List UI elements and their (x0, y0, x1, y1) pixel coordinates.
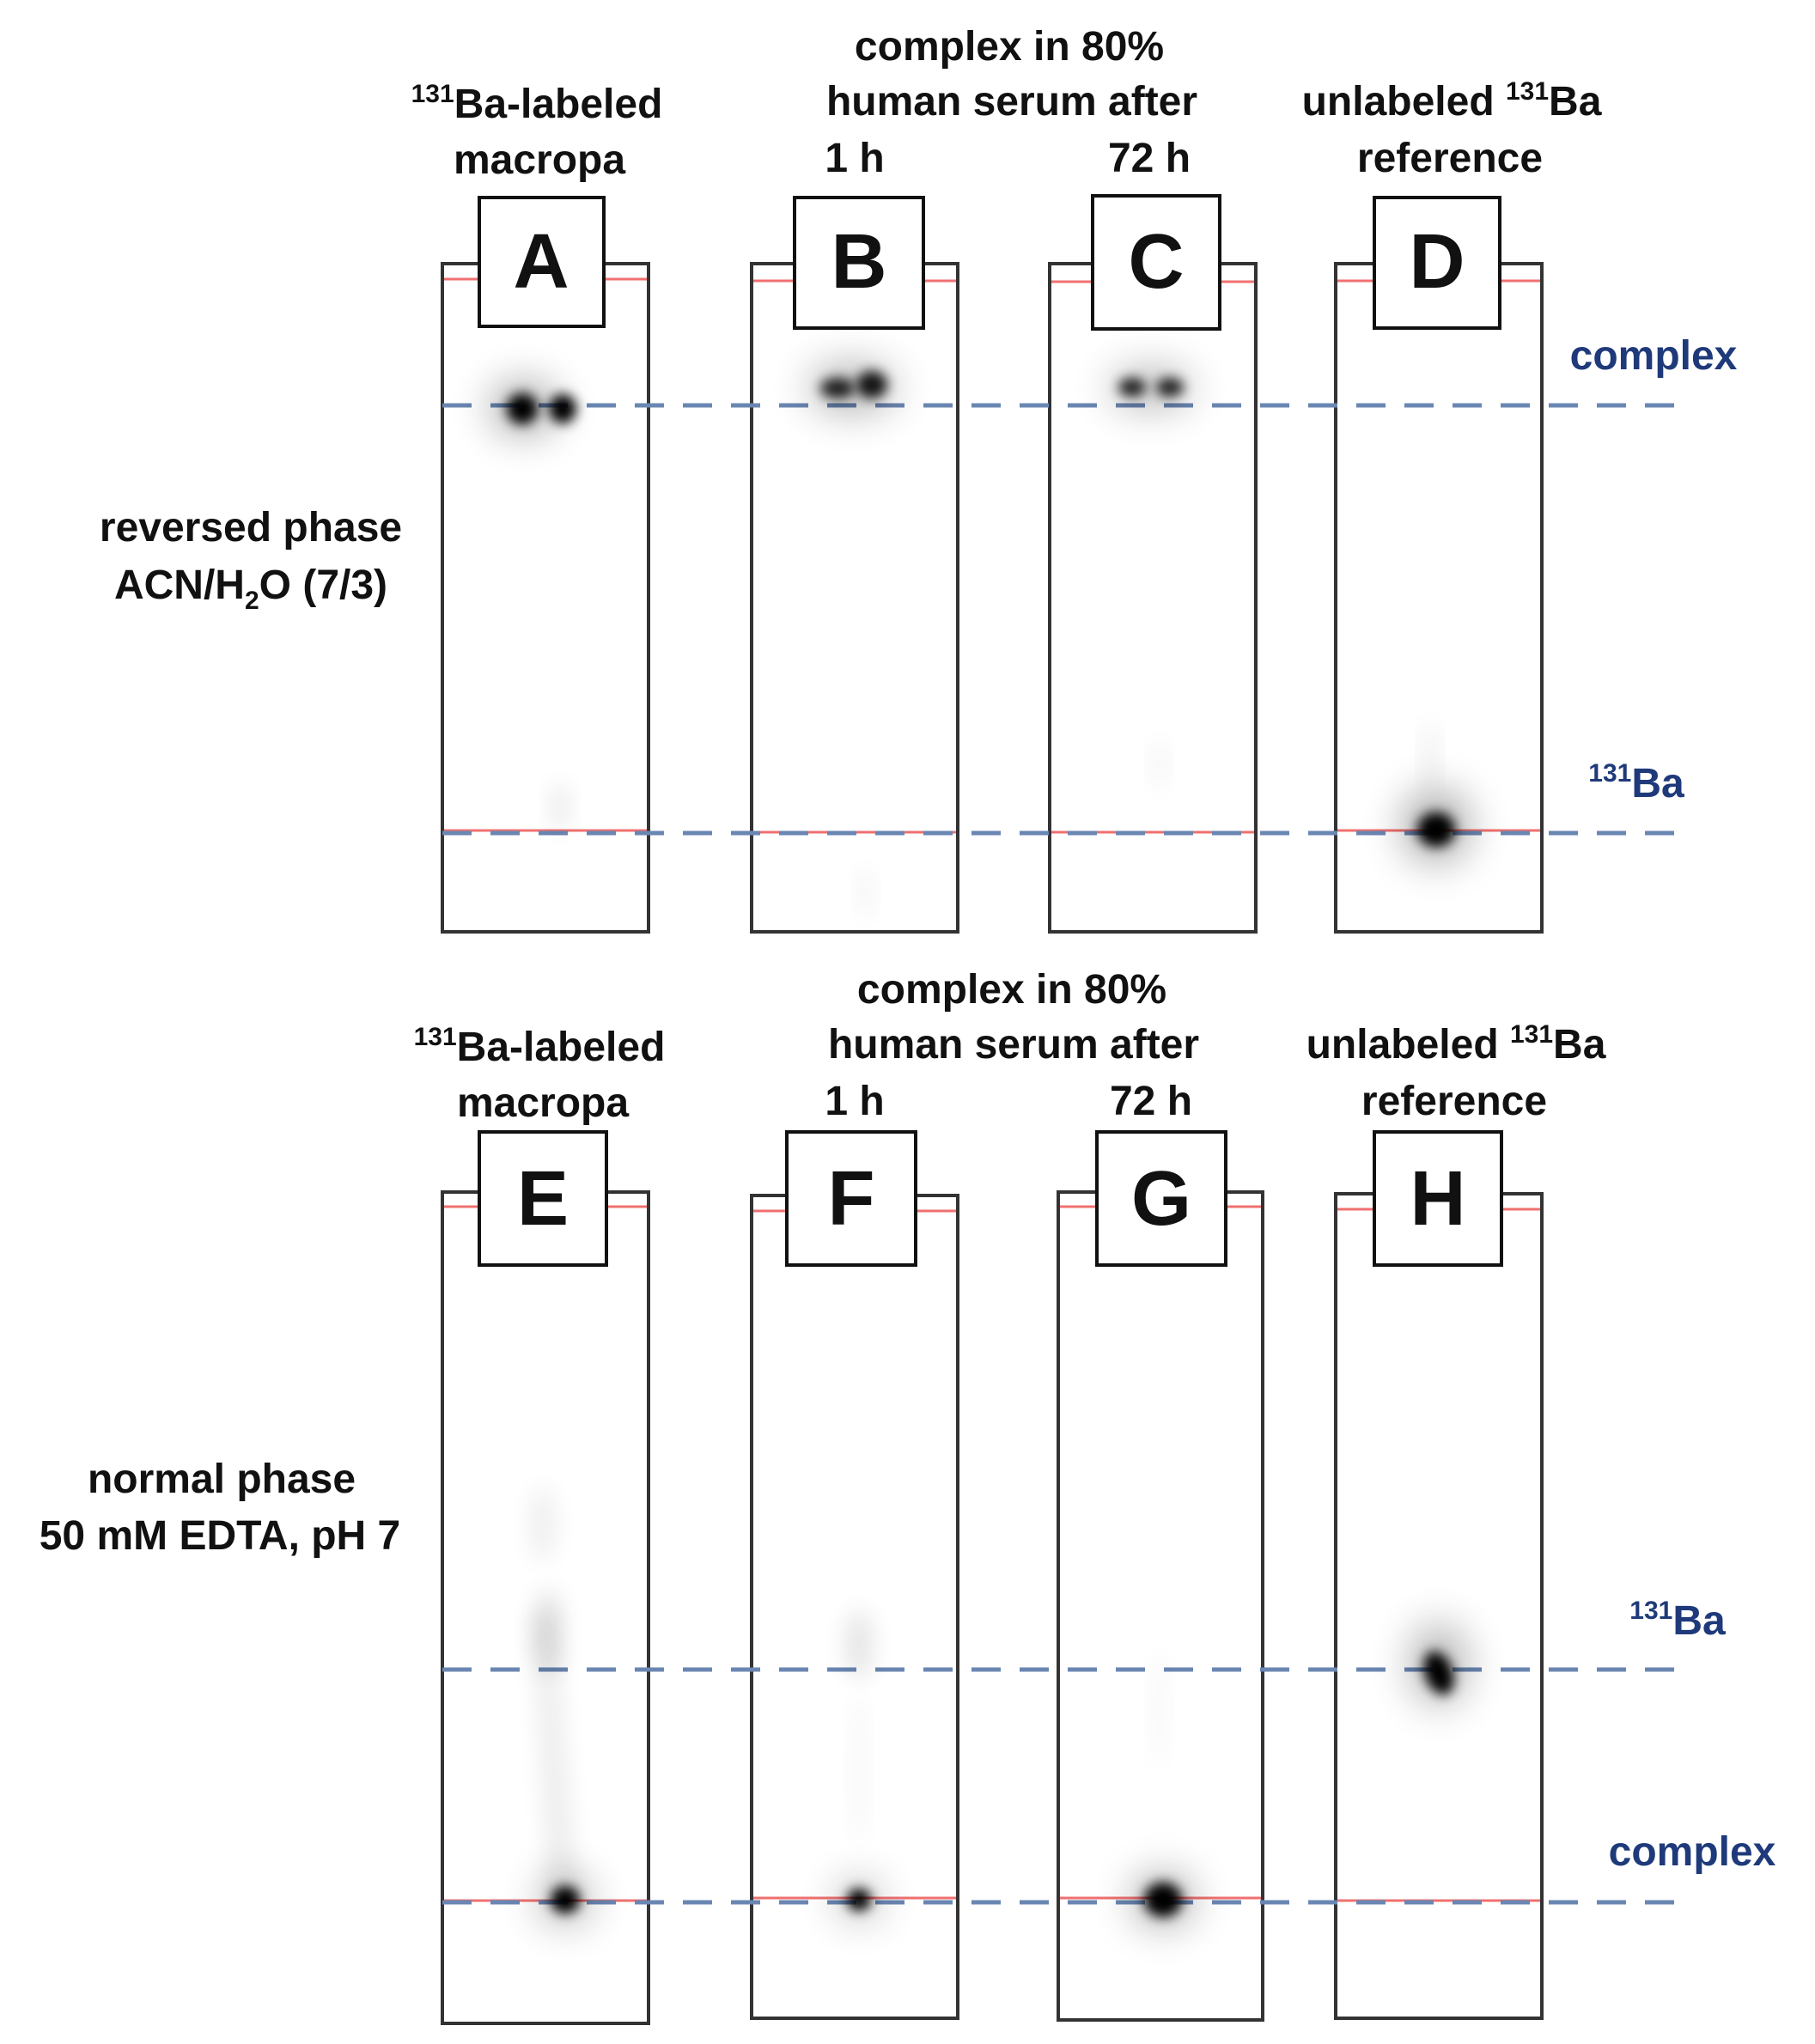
svg-text:E: E (517, 1156, 569, 1242)
label-box-e: E (478, 1130, 608, 1267)
svg-text:C: C (1129, 219, 1185, 305)
svg-text:G: G (1131, 1156, 1191, 1242)
spots-top (491, 364, 1469, 919)
label-box-d: D (1373, 196, 1501, 330)
strip-a (441, 262, 650, 934)
col-e-header-line1: 131Ba-labeled (414, 1023, 666, 1070)
col-fg-header-line2: human serum after (828, 1022, 1199, 1068)
col-a-header-line2: macropa (454, 137, 625, 183)
label-box-f: F (785, 1130, 917, 1267)
col-h-header-line2: reference (1361, 1079, 1547, 1124)
col-e-header-line2: macropa (457, 1080, 629, 1126)
svg-text:B: B (831, 219, 887, 305)
strip-h (1334, 1192, 1544, 2020)
label-box-a: A (478, 196, 606, 328)
label-box-g: G (1095, 1130, 1227, 1267)
col-bc-header-line2: human serum after (826, 79, 1197, 125)
col-f-time: 1 h (825, 1079, 884, 1124)
top-section: 131Ba-labeled macropa complex in 80% hum… (100, 24, 1738, 934)
col-b-time: 1 h (825, 136, 884, 181)
label-box-h: H (1373, 1130, 1503, 1267)
col-d-header-line1: unlabeled 131Ba (1302, 77, 1602, 125)
svg-text:A: A (514, 219, 569, 305)
svg-text:D: D (1410, 219, 1465, 305)
col-h-header-line1: unlabeled 131Ba (1306, 1020, 1606, 1068)
svg-text:F: F (828, 1156, 875, 1242)
row-label-bottom-line2: 50 mM EDTA, pH 7 (40, 1513, 401, 1559)
row-label-top-line1: reversed phase (100, 505, 402, 551)
row-label-bottom-line1: normal phase (88, 1457, 356, 1502)
col-fg-header-line1: complex in 80% (857, 967, 1166, 1013)
col-d-header-line2: reference (1357, 136, 1543, 181)
label-box-c: C (1091, 194, 1221, 331)
bottom-section: 131Ba-labeled macropa complex in 80% hum… (40, 967, 1776, 2025)
strip-f (750, 1194, 959, 2020)
marker-complex-top: complex (1570, 333, 1738, 379)
marker-ba-top: 131Ba (1588, 759, 1684, 806)
marker-complex-bottom: complex (1609, 1829, 1776, 1875)
col-c-time: 72 h (1108, 136, 1191, 181)
spots-bottom (531, 1486, 1466, 1925)
svg-text:H: H (1410, 1156, 1466, 1242)
row-label-top-line2: ACN/H2O (7/3) (114, 563, 387, 615)
col-a-header-line1: 131Ba-labeled (411, 80, 663, 127)
col-g-time: 72 h (1110, 1079, 1192, 1124)
marker-ba-bottom: 131Ba (1629, 1597, 1726, 1644)
label-box-b: B (793, 196, 925, 330)
col-bc-header-line1: complex in 80% (855, 24, 1164, 70)
